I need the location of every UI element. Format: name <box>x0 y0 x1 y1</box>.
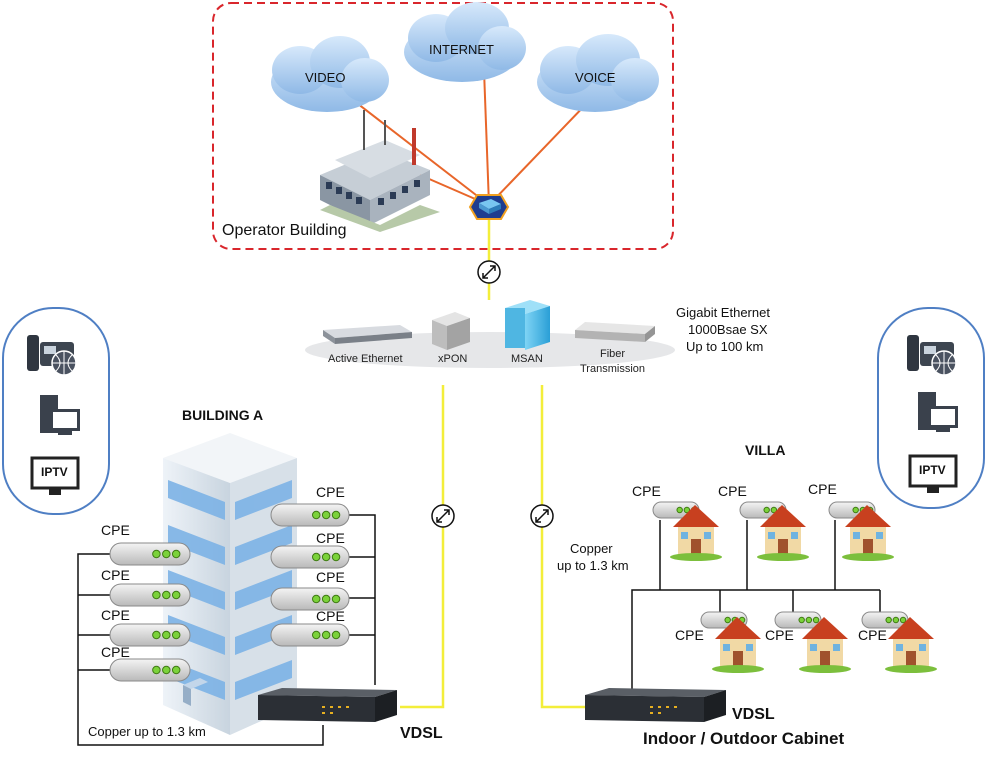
cpe-label: CPE <box>101 567 130 583</box>
msan-icon <box>505 300 550 350</box>
gigabit-line-2: 1000Bsae SX <box>688 322 768 337</box>
house-icon <box>885 617 937 673</box>
cpe-label: CPE <box>316 484 345 500</box>
msan-label: MSAN <box>511 353 543 365</box>
cpe-label: CPE <box>101 522 130 538</box>
house-icon <box>670 505 722 561</box>
fiber-transmission-icon <box>575 322 655 342</box>
cpe-label: CPE <box>101 607 130 623</box>
villa-copper-wiring <box>631 520 881 690</box>
link-symbol-icon <box>477 260 501 284</box>
cpe-label: CPE <box>101 644 130 660</box>
cloud-video <box>271 36 389 112</box>
villa-title: VILLA <box>745 442 786 458</box>
cloud-internet <box>404 2 526 82</box>
house-icon <box>757 505 809 561</box>
cloud-voice <box>537 34 659 112</box>
computer-icon <box>40 395 80 435</box>
cpe-device-icon <box>109 623 191 647</box>
xpon-label: xPON <box>438 353 468 365</box>
cpe-device-icon <box>774 611 822 629</box>
villa-houses <box>670 505 937 673</box>
cpe-label: CPE <box>316 608 345 624</box>
cloud-label-video: VIDEO <box>305 70 346 85</box>
operator-building-label: Operator Building <box>222 222 347 239</box>
villa-copper-label-1: Copper <box>570 541 613 556</box>
iptv-label-left: IPTV <box>41 465 68 479</box>
voip-phone-icon <box>907 335 957 376</box>
cpe-label: CPE <box>316 530 345 546</box>
vdsl-unit-building <box>258 688 397 722</box>
villa-copper-label-2: up to 1.3 km <box>557 558 629 573</box>
cpe-label: CPE <box>808 481 837 497</box>
cpe-label: CPE <box>675 627 704 643</box>
router-icon <box>468 194 510 220</box>
vdsl-unit-cabinet <box>585 688 726 722</box>
cpe-device-icon <box>270 503 350 527</box>
house-icon <box>712 617 764 673</box>
equipment-shelf <box>305 332 675 368</box>
building-a-copper-label: Copper up to 1.3 km <box>88 724 206 739</box>
cabinet-label: Indoor / Outdoor Cabinet <box>643 729 845 748</box>
cpe-label: CPE <box>316 569 345 585</box>
computer-icon <box>918 392 958 432</box>
link-symbol-icon <box>530 504 554 528</box>
operator-uplinks <box>326 69 591 206</box>
cloud-label-internet: INTERNET <box>429 42 494 57</box>
cpe-device-icon <box>861 611 909 629</box>
vdsl-label-cabinet: VDSL <box>732 706 775 723</box>
cpe-device-icon <box>270 623 350 647</box>
cpe-device-icon <box>109 583 191 607</box>
building-a-title: BUILDING A <box>182 407 264 423</box>
operator-region <box>212 2 674 250</box>
cpe-label: CPE <box>858 627 887 643</box>
house-icon <box>842 505 894 561</box>
cloud-label-voice: VOICE <box>575 70 616 85</box>
cpe-device-icon <box>270 587 350 611</box>
cpe-label: CPE <box>632 483 661 499</box>
link-symbol-icon <box>431 504 455 528</box>
iptv-label-right: IPTV <box>919 463 946 477</box>
cpe-device-icon <box>109 658 191 682</box>
house-icon <box>799 617 851 673</box>
operator-building-icon <box>320 110 440 232</box>
iptv-icon <box>30 456 80 495</box>
cpe-label: CPE <box>718 483 747 499</box>
fiber-label: Fiber <box>600 348 626 360</box>
cpe-label: CPE <box>765 627 794 643</box>
fiber-links <box>400 220 585 709</box>
iptv-icon <box>908 454 958 493</box>
voip-phone-icon <box>27 335 77 376</box>
building-a-copper-wiring <box>77 514 376 746</box>
xpon-olt-icon <box>432 312 470 350</box>
cpe-devices <box>109 501 909 682</box>
gigabit-line-3: Up to 100 km <box>686 339 764 354</box>
cpe-device-icon <box>109 542 191 566</box>
vdsl-label-building: VDSL <box>400 725 443 742</box>
active-ethernet-label: Active Ethernet <box>328 353 403 365</box>
active-ethernet-switch-icon <box>323 325 412 344</box>
gigabit-line-1: Gigabit Ethernet <box>676 305 770 320</box>
transmission-label: Transmission <box>580 363 645 375</box>
cpe-device-icon <box>270 545 350 569</box>
